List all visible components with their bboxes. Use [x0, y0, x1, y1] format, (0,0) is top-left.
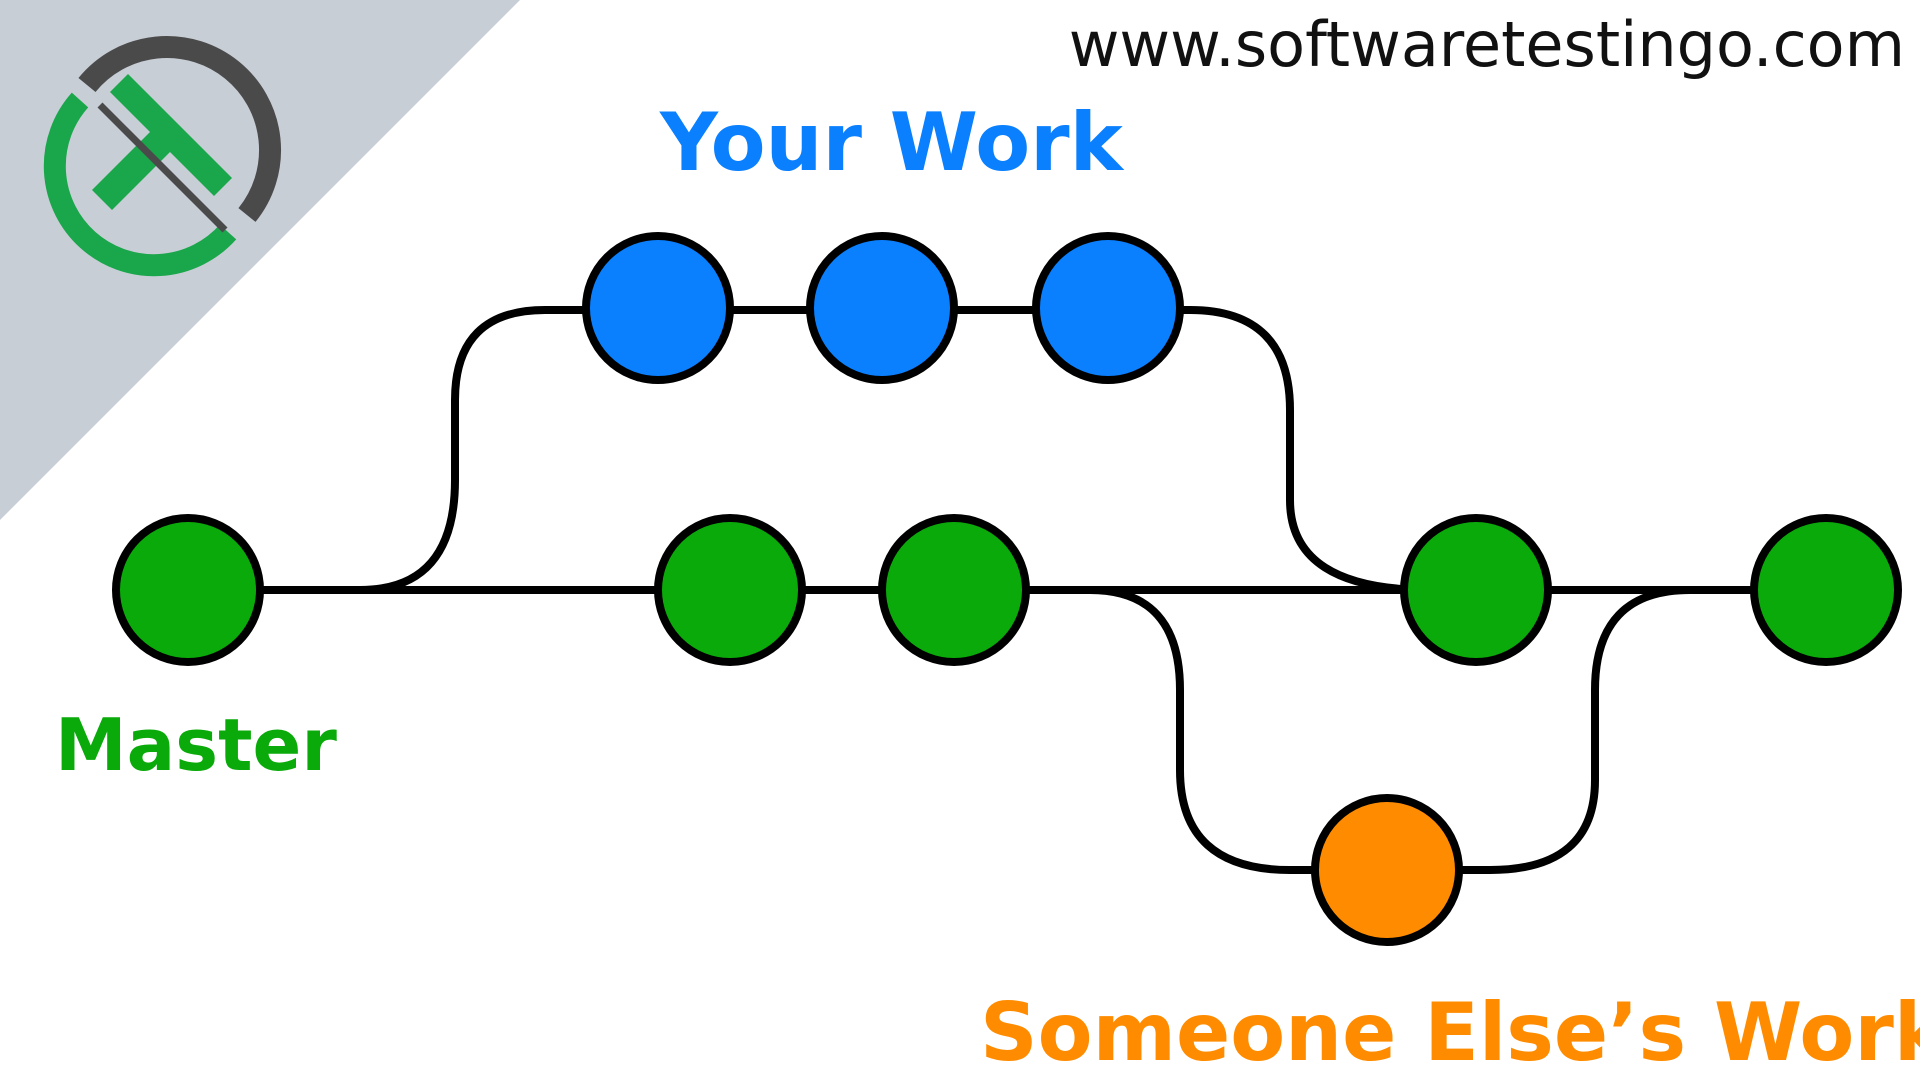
master-label: Master — [55, 703, 337, 787]
commit-node — [806, 232, 958, 384]
your-work-label: Your Work — [659, 96, 1125, 189]
your-work-commits — [582, 232, 1184, 384]
commit-node — [878, 514, 1030, 666]
someone-else-commits — [1311, 794, 1463, 946]
logo-t-bar — [110, 74, 232, 196]
someone-else-label: Someone Else’s Work — [980, 986, 1920, 1079]
website-url: www.softwaretestingo.com — [1069, 8, 1905, 81]
commit-node — [1032, 232, 1184, 384]
logo-green-arc — [43, 92, 237, 277]
softwaretestingo-logo-icon — [43, 35, 282, 277]
commit-node — [1750, 514, 1902, 666]
commit-node — [1311, 794, 1463, 946]
corner-band — [0, 0, 520, 520]
master-commits — [112, 514, 1902, 666]
commit-node — [654, 514, 806, 666]
commit-node — [582, 232, 734, 384]
logo-gray-arc — [78, 35, 282, 222]
your-work-branch-line — [359, 306, 1431, 594]
commit-node — [112, 514, 264, 666]
logo-t-stem — [92, 124, 178, 210]
logo-gray-stripe — [97, 102, 228, 233]
commit-node — [1400, 514, 1552, 666]
